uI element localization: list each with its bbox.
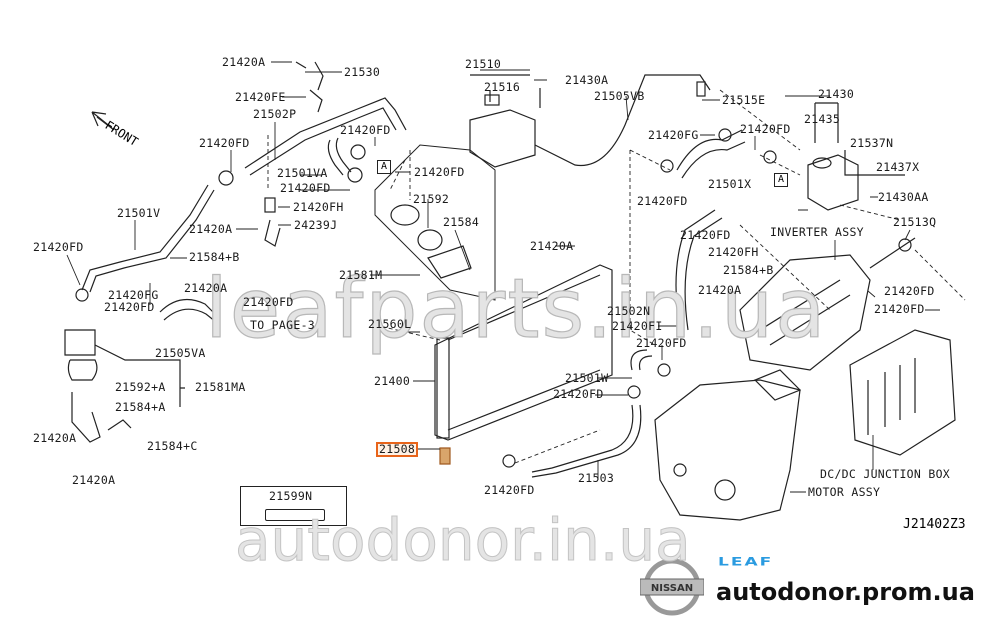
part-label[interactable]: 21420FD — [414, 165, 465, 179]
nissan-logo: NISSAN — [640, 558, 704, 616]
part-label-highlighted[interactable]: 21508 — [376, 442, 419, 457]
part-label[interactable]: 21505VB — [594, 89, 645, 103]
part-label[interactable]: 21420A — [33, 431, 77, 445]
part-label[interactable]: 21420FH — [293, 200, 344, 214]
part-label[interactable]: DC/DC JUNCTION BOX — [820, 467, 951, 481]
part-label[interactable]: 21420FE — [235, 90, 286, 104]
dcdc-junction-box — [849, 329, 956, 456]
part-label[interactable]: 21420FD — [740, 122, 791, 136]
part-label[interactable]: 21420FD — [874, 302, 925, 316]
part-label[interactable]: 21592+A — [115, 380, 166, 394]
part-label[interactable]: 21584+A — [115, 400, 166, 414]
part-label[interactable]: 21530 — [344, 65, 381, 79]
part-label[interactable]: 21430A — [565, 73, 609, 87]
part-label[interactable]: 21400 — [374, 374, 411, 388]
part-label[interactable]: 21503 — [578, 471, 615, 485]
part-label[interactable]: 21420A — [530, 239, 574, 253]
part-label[interactable]: 21430 — [818, 87, 855, 101]
part-label[interactable]: 21420A — [72, 473, 116, 487]
part-label[interactable]: 21420FD — [33, 240, 84, 254]
part-label[interactable]: 21420FD — [104, 300, 155, 314]
part-label[interactable]: 21584+C — [147, 439, 198, 453]
part-label[interactable]: 21420FD — [884, 284, 935, 298]
part-label[interactable]: 21420FI — [612, 319, 663, 333]
part-label[interactable]: 21420A — [222, 55, 266, 69]
part-label[interactable]: 21420FD — [484, 483, 535, 497]
kit-part-icon — [265, 509, 325, 521]
part-label[interactable]: 21581MA — [195, 380, 246, 394]
part-label[interactable]: 21420FD — [243, 295, 294, 309]
hose-21502p — [244, 97, 407, 176]
part-label[interactable]: 21501V — [117, 206, 161, 220]
part-label[interactable]: 24239J — [294, 218, 338, 232]
part-label[interactable]: 21420A — [184, 281, 228, 295]
part-label[interactable]: 21430AA — [878, 190, 929, 204]
diagram-code: J21402Z3 — [903, 517, 966, 532]
svg-text:NISSAN: NISSAN — [651, 583, 693, 594]
part-label[interactable]: 21501VA — [277, 166, 328, 180]
inverter-assy — [739, 254, 871, 371]
part-label[interactable]: 21420FD — [553, 387, 604, 401]
part-label[interactable]: 21420FD — [680, 228, 731, 242]
part-label[interactable]: 21420FD — [340, 123, 391, 137]
part-label[interactable]: 21584+B — [189, 250, 240, 264]
part-label[interactable]: 21420FD — [199, 136, 250, 150]
part-label[interactable]: MOTOR ASSY — [808, 485, 881, 499]
part-label[interactable]: TO PAGE-3 — [250, 318, 316, 332]
part-label[interactable]: 21581M — [339, 268, 383, 282]
kit-box-21599n[interactable]: 21599N — [240, 486, 347, 526]
part-label[interactable]: 21584 — [443, 215, 480, 229]
part-label[interactable]: 21420FD — [637, 194, 688, 208]
part-label[interactable]: 21420FD — [280, 181, 331, 195]
part-label[interactable]: 21510 — [465, 57, 502, 71]
part-label[interactable]: 21420FH — [708, 245, 759, 259]
radiator — [434, 264, 613, 441]
model-name: LEAF — [718, 555, 774, 569]
part-label[interactable]: 21501W — [565, 371, 609, 385]
part-label[interactable]: 21435 — [804, 112, 841, 126]
part-label[interactable]: 21515E — [722, 93, 766, 107]
part-label[interactable]: 21584+B — [723, 263, 774, 277]
site-url[interactable]: autodonor.prom.ua — [716, 578, 975, 606]
part-label[interactable]: 21537N — [850, 136, 894, 150]
part-label[interactable]: INVERTER ASSY — [770, 225, 864, 239]
part-label[interactable]: 21505VA — [155, 346, 206, 360]
part-label[interactable]: 21502N — [607, 304, 651, 318]
part-label[interactable]: 21420A — [189, 222, 233, 236]
motor-assy — [654, 379, 801, 521]
part-label[interactable]: 21420FG — [108, 288, 159, 302]
part-label[interactable]: 21516 — [484, 80, 521, 94]
reference-marker-a: A — [377, 160, 391, 174]
part-label[interactable]: 21502P — [253, 107, 297, 121]
part-label[interactable]: 21560L — [368, 317, 412, 331]
part-label[interactable]: 21501X — [708, 177, 752, 191]
front-arrow-icon — [91, 111, 115, 131]
part-label[interactable]: 21437X — [876, 160, 920, 174]
part-label[interactable]: 21513Q — [893, 215, 937, 229]
reference-marker-a: A — [774, 173, 788, 187]
part-label[interactable]: 21420A — [698, 283, 742, 297]
part-label[interactable]: 21592 — [413, 192, 450, 206]
part-label[interactable]: 21420FD — [636, 336, 687, 350]
part-label[interactable]: 21599N — [269, 489, 313, 503]
part-label[interactable]: 21420FG — [648, 128, 699, 142]
bumper-21508 — [439, 447, 451, 465]
hose-21501v — [81, 184, 215, 293]
